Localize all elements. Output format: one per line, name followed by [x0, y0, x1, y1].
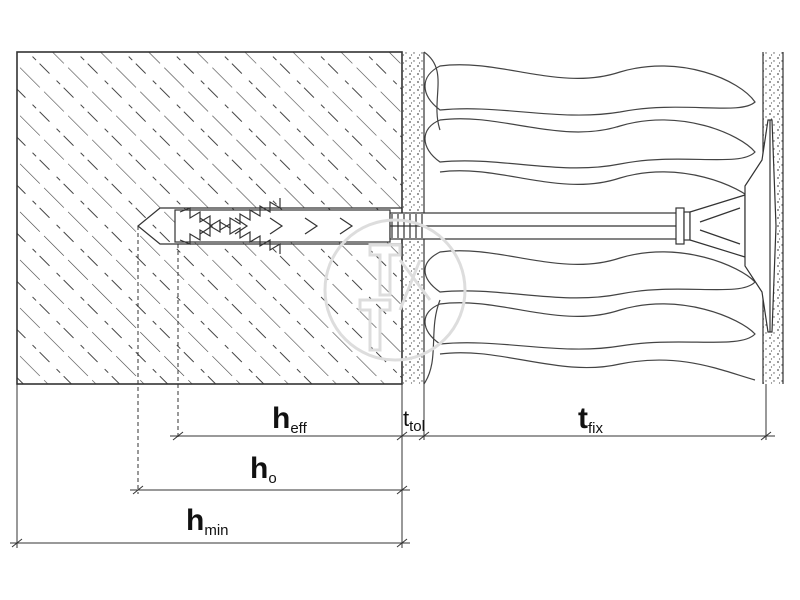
extension-lines [16, 226, 767, 548]
watermark-logo-icon [323, 218, 467, 362]
label-t-fix: tfix [578, 402, 604, 437]
svg-text:ttol: ttol [403, 406, 425, 435]
label-h-o: ho [250, 452, 277, 487]
svg-text:hmin: hmin [186, 504, 229, 539]
svg-text:heff: heff [272, 402, 308, 437]
insulation-anchor-icon [174, 119, 777, 333]
svg-text:ho: ho [250, 452, 277, 487]
svg-text:tfix: tfix [578, 402, 604, 437]
label-t-tol: ttol [403, 406, 425, 435]
insulation-layer [423, 51, 756, 385]
dimension-lines [10, 431, 775, 548]
label-h-eff: heff [272, 402, 308, 437]
label-h-min: hmin [186, 504, 229, 539]
